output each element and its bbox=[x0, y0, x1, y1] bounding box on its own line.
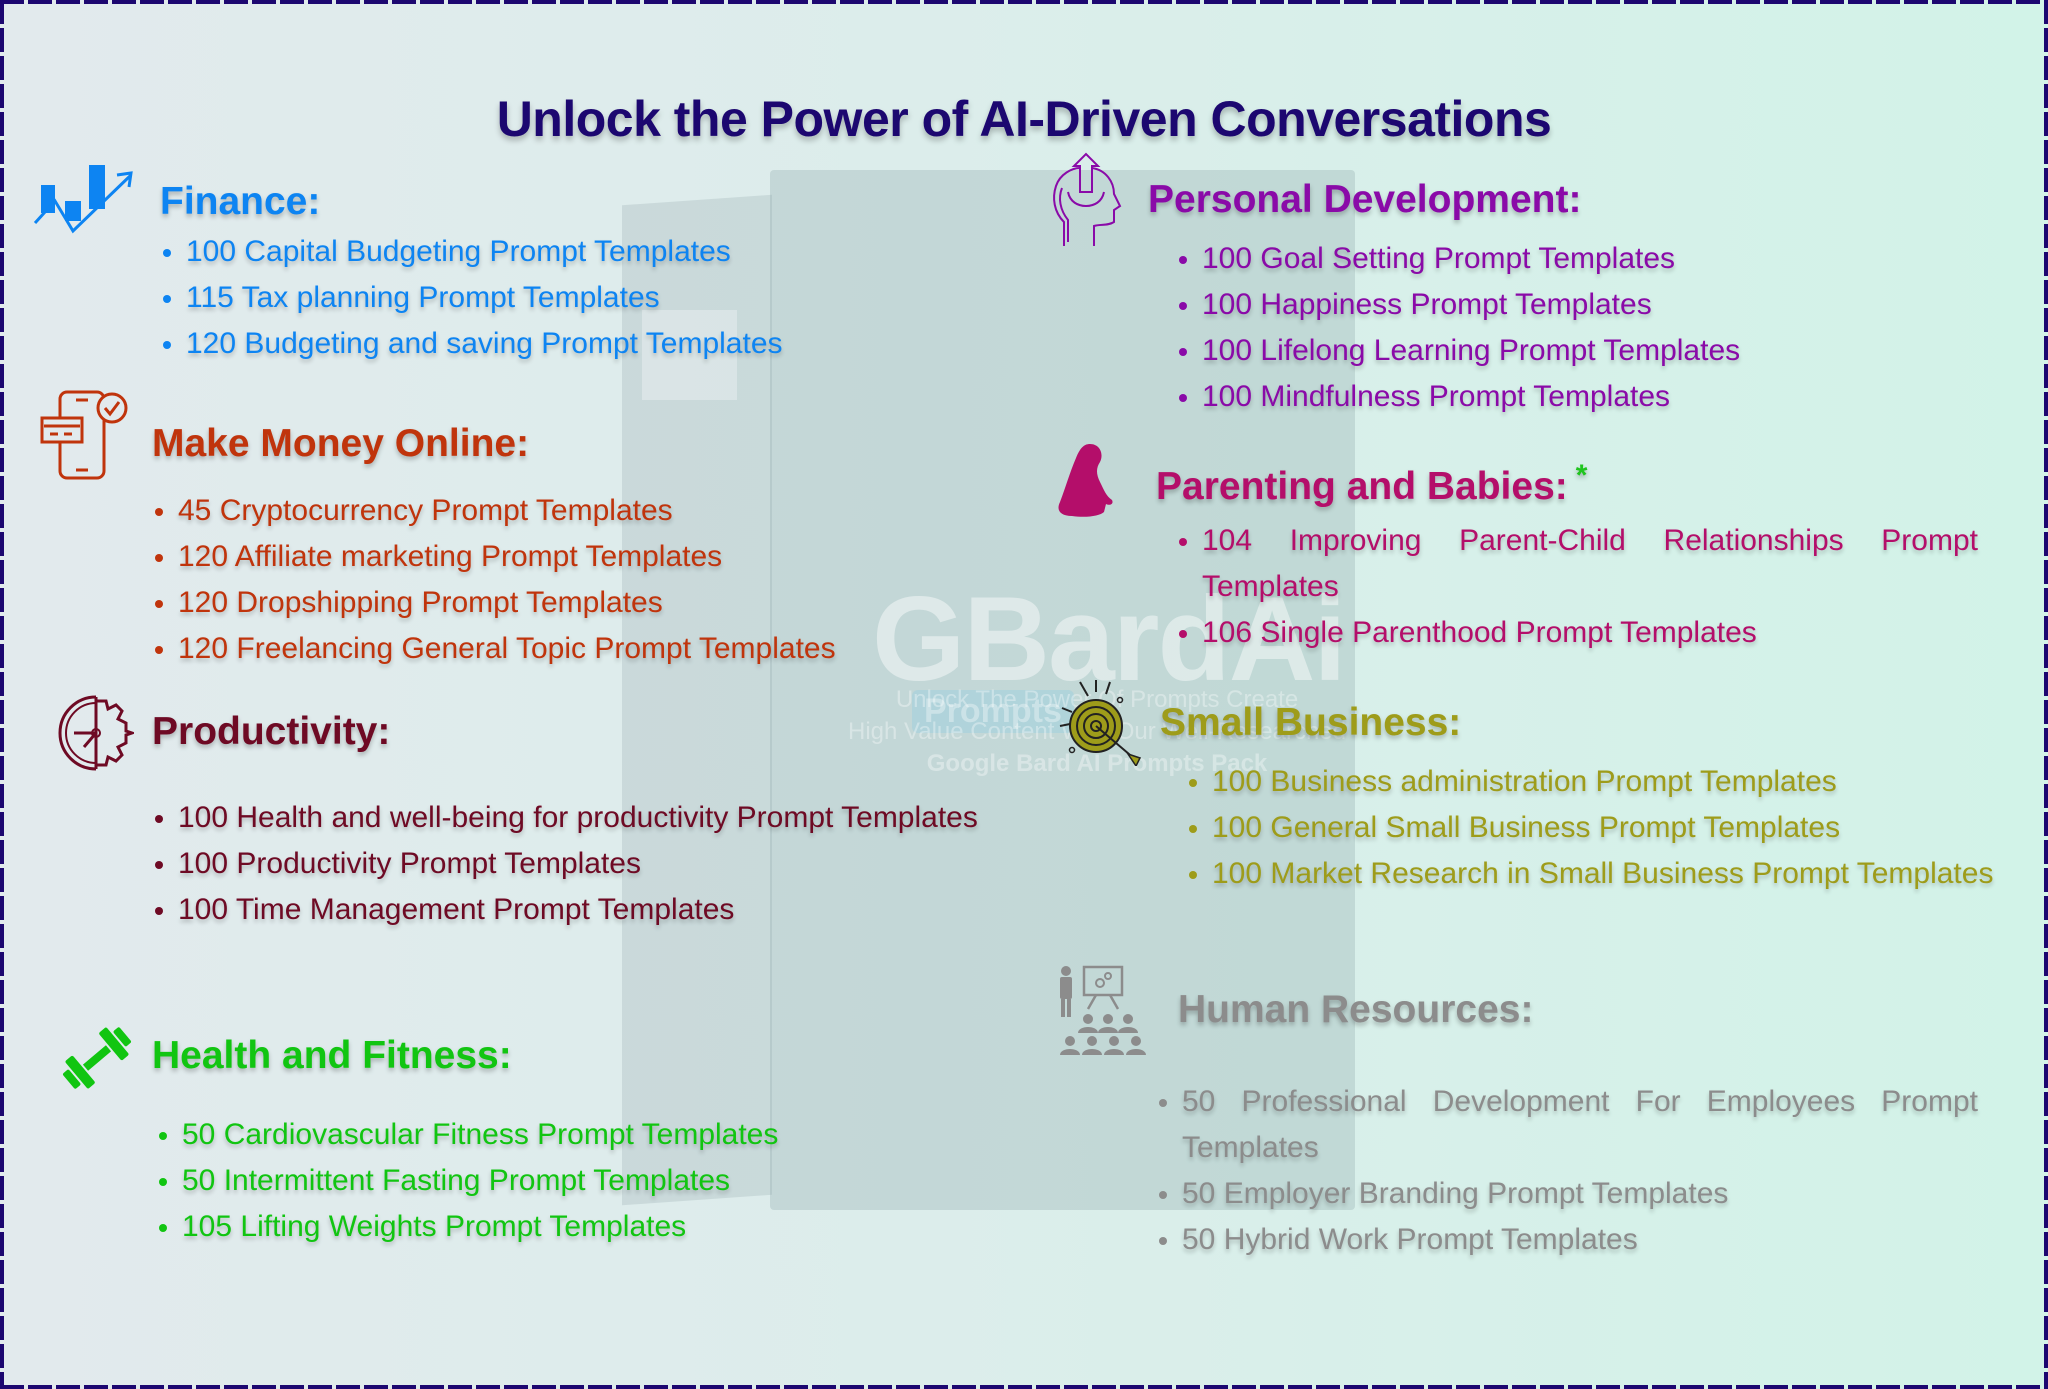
list-item: 100 Lifelong Learning Prompt Templates bbox=[1176, 328, 1996, 374]
list-item: 100 Business administration Prompt Templ… bbox=[1186, 759, 2011, 805]
list-item: 120 Dropshipping Prompt Templates bbox=[152, 580, 1012, 626]
list-item: 100 Time Management Prompt Templates bbox=[152, 887, 995, 933]
personal-development-list: 100 Goal Setting Prompt Templates 100 Ha… bbox=[1176, 236, 1996, 420]
target-arrow-icon bbox=[1059, 680, 1142, 766]
section-heading: Make Money Online: bbox=[152, 422, 530, 465]
finance-list: 100 Capital Budgeting Prompt Templates 1… bbox=[160, 229, 960, 367]
section-heading: Small Business: bbox=[1160, 701, 1462, 744]
list-item: 100 Capital Budgeting Prompt Templates bbox=[160, 229, 960, 275]
list-item: 45 Cryptocurrency Prompt Templates bbox=[152, 488, 1012, 534]
human-resources-list: 50 Professional Development For Employee… bbox=[1156, 1079, 1978, 1263]
chart-growth-icon bbox=[33, 165, 133, 234]
list-item: 100 Goal Setting Prompt Templates bbox=[1176, 236, 1996, 282]
make-money-list: 45 Cryptocurrency Prompt Templates 120 A… bbox=[152, 488, 1012, 672]
list-item: 50 Hybrid Work Prompt Templates bbox=[1156, 1217, 1978, 1263]
parenting-list: 104 Improving Parent-Child Relationships… bbox=[1176, 518, 1978, 656]
list-item: 100 Health and well-being for productivi… bbox=[152, 795, 995, 841]
section-heading: Personal Development: bbox=[1148, 178, 1582, 221]
list-item: 50 Intermittent Fasting Prompt Templates bbox=[156, 1158, 976, 1204]
list-item: 115 Tax planning Prompt Templates bbox=[160, 275, 960, 321]
list-item: 105 Lifting Weights Prompt Templates bbox=[156, 1204, 976, 1250]
list-item: 50 Cardiovascular Fitness Prompt Templat… bbox=[156, 1112, 976, 1158]
section-heading: Finance: bbox=[160, 180, 321, 223]
list-item: 50 Professional Development For Employee… bbox=[1156, 1079, 1978, 1171]
mobile-payment-icon bbox=[40, 390, 128, 480]
list-item: 100 Happiness Prompt Templates bbox=[1176, 282, 1996, 328]
list-item: 120 Affiliate marketing Prompt Templates bbox=[152, 534, 1012, 580]
list-item: 100 General Small Business Prompt Templa… bbox=[1186, 805, 2011, 851]
section-heading: Human Resources: bbox=[1178, 988, 1534, 1031]
small-business-list: 100 Business administration Prompt Templ… bbox=[1186, 759, 2011, 897]
baby-icon bbox=[1058, 444, 1113, 517]
section-heading: Productivity: bbox=[152, 710, 391, 753]
head-growth-icon bbox=[1053, 152, 1122, 246]
list-item: 50 Employer Branding Prompt Templates bbox=[1156, 1171, 1978, 1217]
section-heading: Health and Fitness: bbox=[152, 1034, 512, 1077]
heading-text: Parenting and Babies: bbox=[1156, 465, 1568, 508]
list-item: 100 Mindfulness Prompt Templates bbox=[1176, 374, 1996, 420]
list-item: 106 Single Parenthood Prompt Templates bbox=[1176, 610, 1978, 656]
list-item: 120 Freelancing General Topic Prompt Tem… bbox=[152, 626, 1012, 672]
list-item: 100 Productivity Prompt Templates bbox=[152, 841, 995, 887]
list-item: 120 Budgeting and saving Prompt Template… bbox=[160, 321, 960, 367]
clock-gear-icon bbox=[58, 695, 134, 771]
list-item: 104 Improving Parent-Child Relationships… bbox=[1176, 518, 1978, 610]
productivity-list: 100 Health and well-being for productivi… bbox=[152, 795, 995, 933]
section-heading: Parenting and Babies:* bbox=[1156, 459, 1587, 509]
presentation-team-icon bbox=[1060, 965, 1146, 1055]
asterisk-mark: * bbox=[1575, 459, 1588, 492]
health-list: 50 Cardiovascular Fitness Prompt Templat… bbox=[156, 1112, 976, 1250]
list-item: 100 Market Research in Small Business Pr… bbox=[1186, 851, 2011, 897]
page-title: Unlock the Power of AI-Driven Conversati… bbox=[496, 90, 1552, 147]
dumbbell-icon bbox=[63, 1027, 131, 1089]
